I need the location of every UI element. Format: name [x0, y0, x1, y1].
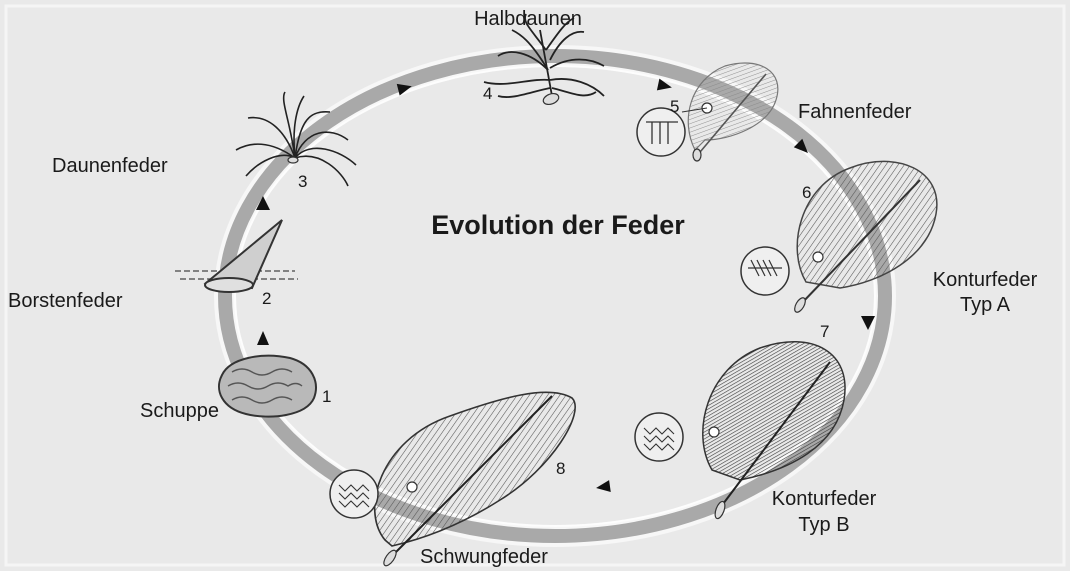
stage-7-label-line2: Typ B: [798, 514, 849, 536]
stage-4-label: Halbdaunen: [474, 8, 582, 30]
stage-2-number: 2: [262, 289, 271, 308]
diagram-title: Evolution der Feder: [431, 210, 685, 240]
flight-detail-inset: [330, 470, 378, 518]
stage-6-label: Konturfeder: [933, 269, 1038, 291]
stage-7-label: Konturfeder: [772, 488, 877, 510]
stage-5-label: Fahnenfeder: [798, 101, 912, 123]
stage-8-number: 8: [556, 459, 565, 478]
frame: [6, 6, 1064, 565]
stage-7-number: 7: [820, 322, 829, 341]
stage-1-number: 1: [322, 387, 331, 406]
stage-5-number: 5: [670, 97, 679, 116]
arrow-1-2: [257, 331, 269, 345]
scale-illustration: [219, 356, 316, 417]
contour-b-detail-inset: [635, 413, 683, 461]
stage-6-label-line2: Typ A: [960, 294, 1011, 316]
stage-4-number: 4: [483, 84, 492, 103]
arrow-7-8: [595, 480, 611, 494]
contour-a-detail-inset: [741, 247, 789, 295]
contour-feather-a-illustration: [741, 161, 937, 314]
stage-1-label: Schuppe: [140, 400, 219, 422]
stage-3-number: 3: [298, 172, 307, 191]
stage-6-number: 6: [802, 183, 811, 202]
stage-8-label: Schwungfeder: [420, 546, 548, 568]
stage-2-label: Borstenfeder: [8, 290, 123, 312]
stage-3-label: Daunenfeder: [52, 155, 168, 177]
